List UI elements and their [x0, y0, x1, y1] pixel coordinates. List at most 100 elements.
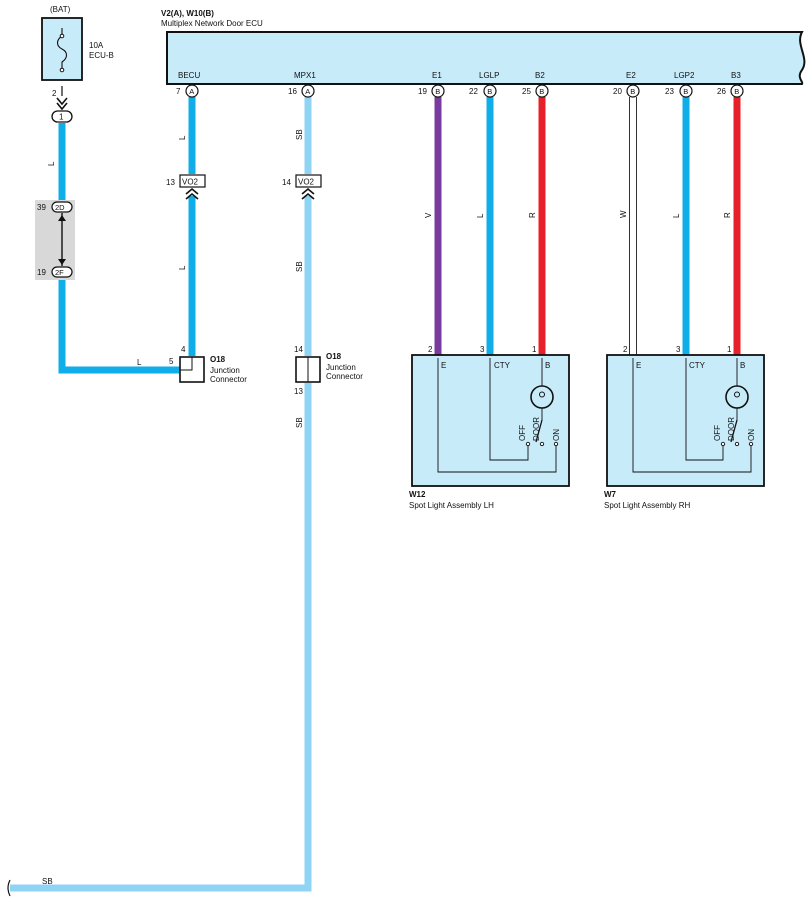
- lamp-rh-filament: [734, 391, 740, 398]
- fuse-rating: 10A: [89, 41, 104, 50]
- vo2-left-pin: 13: [166, 178, 175, 187]
- lamp-lh-pin: 1: [532, 345, 537, 354]
- terminal-pin: 7: [176, 87, 181, 96]
- lamp-lh-filament: [539, 391, 545, 398]
- terminal-name: MPX1: [294, 71, 316, 80]
- wire-label-mpx-mid: SB: [295, 261, 304, 272]
- terminal-circle: [301, 84, 315, 98]
- lamp-rh-sw-dot: [720, 441, 726, 447]
- lamp-rh-sw-dot: [748, 441, 754, 447]
- terminal-conn: B: [539, 87, 544, 96]
- terminal-circle: [626, 84, 640, 98]
- lamp-lh-sw-dot: [539, 441, 545, 447]
- terminal-conn: B: [630, 87, 635, 96]
- lamp-rh-sw-label: OFF: [713, 425, 722, 441]
- lamp-lh-e-line: [437, 358, 557, 473]
- lamp-rh-box: [606, 354, 765, 487]
- wire-label-e2: W: [619, 210, 628, 218]
- terminal-circle: [730, 84, 744, 98]
- wire-label-horizontal: L: [137, 358, 142, 367]
- terminal-conn: B: [734, 87, 739, 96]
- junction-arrow-top: [58, 215, 66, 221]
- ecu-box: [166, 31, 806, 85]
- terminal-name: LGP2: [674, 71, 695, 80]
- wire-label-lglp: L: [476, 213, 485, 218]
- o18-left-line2: Connector: [210, 375, 247, 384]
- terminal-conn: B: [435, 87, 440, 96]
- wire-label-e1: V: [424, 212, 433, 218]
- junction-arrow-bottom: [58, 259, 66, 265]
- wire-label-mpx-upper: SB: [295, 129, 304, 140]
- lamp-lh-sw-label: ON: [552, 429, 561, 441]
- o18-right-line2: Connector: [326, 372, 363, 381]
- vo2-left-id: VO2: [182, 178, 199, 187]
- wire-label-bottom: SB: [42, 877, 53, 886]
- wire-l-left-lower: [58, 279, 180, 374]
- vo2-right-id: VO2: [298, 178, 315, 187]
- lamp-rh-sw-dot: [734, 441, 740, 447]
- terminal-name: B3: [731, 71, 741, 80]
- terminal-conn: B: [487, 87, 492, 96]
- terminal-pin: 22: [469, 87, 478, 96]
- junction-bottom-pin: 19: [37, 268, 46, 277]
- lamp-rh-pin: 1: [727, 345, 732, 354]
- o18-left-id: O18: [210, 355, 226, 364]
- lamp-rh-term: E: [636, 361, 641, 370]
- lamp-rh-name: Spot Light Assembly RH: [604, 501, 690, 510]
- fuse-top-label: (BAT): [50, 5, 71, 14]
- wire-label-mpx-lower: SB: [295, 417, 304, 428]
- o18-right-line1: Junction: [326, 363, 356, 372]
- terminal-pin: 26: [717, 87, 726, 96]
- o18-left-internal: [180, 357, 193, 371]
- terminal-circle: [679, 84, 693, 98]
- ecu-name: Multiplex Network Door ECU: [161, 19, 263, 28]
- terminal-circle: [483, 84, 497, 98]
- ecu-ref: V2(A), W10(B): [161, 9, 214, 18]
- wire-label-lgp2: L: [672, 213, 681, 218]
- lamp-lh-term: E: [441, 361, 446, 370]
- lamp-rh-sw-label: DOOR: [727, 417, 736, 441]
- vo2-right-box: [295, 174, 322, 188]
- terminal-pin: 23: [665, 87, 674, 96]
- o18-right-pin-bottom: 13: [294, 387, 303, 396]
- lamp-rh: 2 3 1 E CTY B OFF DOOR ON W7 Spot Light …: [604, 345, 765, 510]
- o18-right-id: O18: [326, 352, 342, 361]
- vo2-right-chevron: [301, 187, 315, 200]
- junction-top-pin: 39: [37, 203, 46, 212]
- ecu-terminals: BECU 7 A MPX1 16 A E1 19 B LGLP 22 B B2 …: [176, 71, 744, 98]
- connector-1: [51, 110, 73, 123]
- wire-label-becu-lower: L: [178, 265, 187, 270]
- fuse-terminal-bottom: [59, 67, 65, 73]
- lamp-rh-pin: 2: [623, 345, 628, 354]
- terminal-conn: A: [305, 87, 310, 96]
- junction-top-connector: [51, 201, 73, 213]
- o18-left-pin-top: 4: [181, 345, 186, 354]
- fuse-chevron: [56, 97, 68, 111]
- terminal-circle: [535, 84, 549, 98]
- lamp-rh-cty-line: [685, 358, 724, 461]
- lamp-lh-name: Spot Light Assembly LH: [409, 501, 494, 510]
- lamp-rh-e-line: [632, 358, 752, 473]
- vo2-right-pin: 14: [282, 178, 291, 187]
- fuse-terminal-top: [59, 33, 65, 39]
- lamp-lh-sw-dot: [525, 441, 531, 447]
- vo2-left-box: [179, 174, 206, 188]
- terminal-name: B2: [535, 71, 545, 80]
- lamp-lh-box: [411, 354, 570, 487]
- o18-left-pin-side: 5: [169, 357, 174, 366]
- lamp-lh-pin: 3: [480, 345, 485, 354]
- lamp-lh-term: B: [545, 361, 550, 370]
- terminal-pin: 25: [522, 87, 531, 96]
- wire-label-becu-upper: L: [178, 135, 187, 140]
- terminal-name: E2: [626, 71, 636, 80]
- terminal-name: LGLP: [479, 71, 499, 80]
- wire-mpx-lower: [10, 383, 312, 892]
- lamp-lh-sw-label: OFF: [518, 425, 527, 441]
- lamp-lh-sw-label: DOOR: [532, 417, 541, 441]
- terminal-pin: 20: [613, 87, 622, 96]
- lamp-rh-id: W7: [604, 490, 617, 499]
- lamp-lh-cty-line: [489, 358, 529, 461]
- ground-hook: [7, 879, 11, 897]
